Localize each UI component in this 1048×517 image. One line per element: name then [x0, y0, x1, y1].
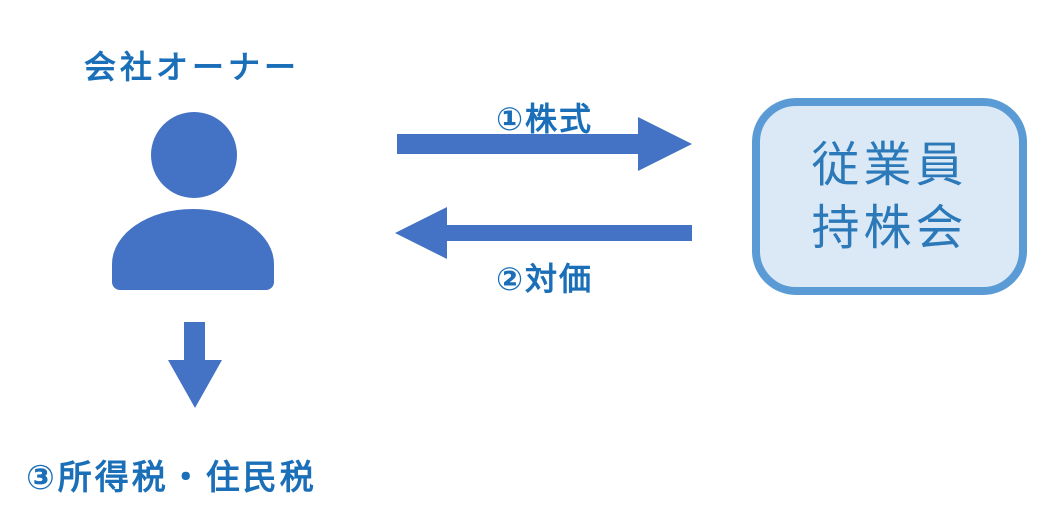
flow-label-shares: ①株式 — [495, 101, 594, 137]
arrow-down-head — [168, 360, 222, 408]
company-owner-label: 会社オーナー — [84, 49, 301, 85]
flow-label-consideration: ②対価 — [495, 261, 594, 297]
flow-label-tax: ③所得税・住民税 — [26, 459, 317, 497]
arrow-right-shaft — [397, 134, 640, 154]
arrow-left-head — [395, 207, 447, 259]
employee-stock-association-box: 従業員 持株会 — [752, 98, 1027, 295]
arrow-left-shaft — [447, 225, 692, 241]
association-name-line2: 持株会 — [811, 201, 968, 255]
arrow-right-head — [638, 117, 692, 171]
arrow-down-shaft — [184, 322, 205, 362]
person-head-shape — [151, 112, 237, 198]
association-name-line1: 従業員 — [811, 138, 968, 192]
person-body-shape — [112, 209, 274, 290]
